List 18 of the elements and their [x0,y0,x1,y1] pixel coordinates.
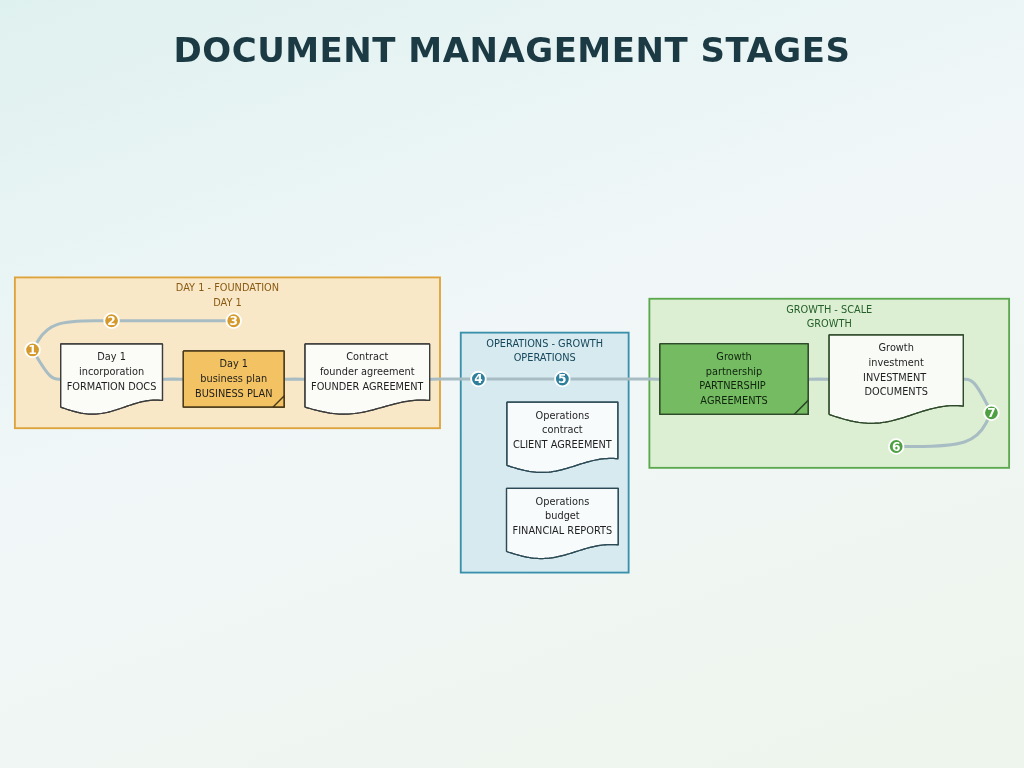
node-circle: 3 [225,312,242,329]
node-circle: 1 [24,341,41,359]
connector [429,377,472,381]
connector [485,377,556,381]
node-circle: 4 [470,370,487,388]
node-circle: 2 [103,312,120,329]
connector [808,377,830,381]
connector [35,355,61,381]
connector [284,377,306,381]
node-circle: 6 [888,438,905,455]
connector [118,319,227,323]
connector [162,377,184,381]
connector [903,418,990,448]
node-circle: 5 [554,370,571,388]
node-circle: 7 [983,404,1000,421]
connector [35,319,105,345]
title: DOCUMENT MANAGEMENT STAGES [172,29,852,70]
connector [963,377,990,407]
